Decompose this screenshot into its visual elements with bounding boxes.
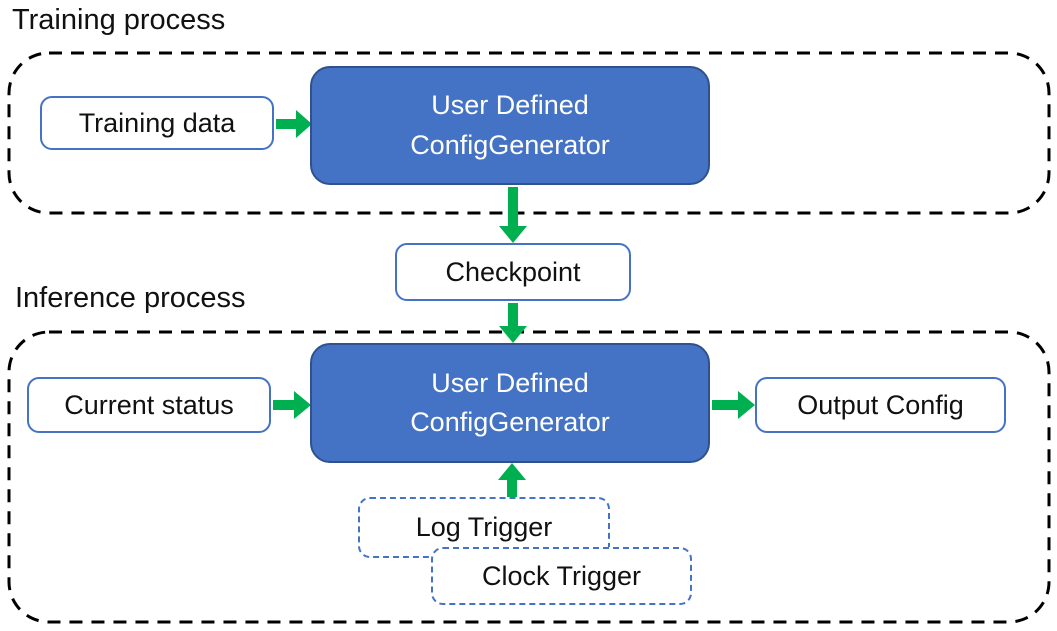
inference-process-container — [7, 330, 1051, 624]
inference-process-label: Inference process — [15, 282, 246, 314]
output-config-box: Output Config — [755, 377, 1006, 433]
arrow-head-down-icon — [499, 326, 527, 343]
arrow-head-right-icon — [294, 391, 311, 419]
training-data-box: Training data — [40, 96, 274, 150]
arrow-triggers-to-inference-generator — [498, 463, 526, 497]
arrow-training-data-to-training-generator — [276, 110, 312, 138]
training-process-label: Training process — [12, 4, 226, 36]
inference-config-generator-box: User Defined ConfigGenerator — [310, 343, 710, 463]
arrow-training-generator-to-checkpoint — [499, 187, 527, 243]
checkpoint-box: Checkpoint — [395, 243, 631, 301]
arrow-head-right-icon — [296, 110, 312, 138]
training-process-container — [7, 51, 1051, 215]
arrow-current-status-to-inference-generator — [273, 391, 311, 419]
clock-trigger-box: Clock Trigger — [431, 547, 692, 605]
arrow-inference-generator-to-output-config — [712, 391, 755, 419]
arrow-head-right-icon — [738, 391, 755, 419]
arrow-head-up-icon — [498, 463, 526, 480]
arrow-checkpoint-to-inference-generator — [499, 303, 527, 343]
training-config-generator-box: User Defined ConfigGenerator — [310, 66, 710, 185]
current-status-box: Current status — [27, 377, 271, 433]
arrow-head-down-icon — [499, 226, 527, 243]
